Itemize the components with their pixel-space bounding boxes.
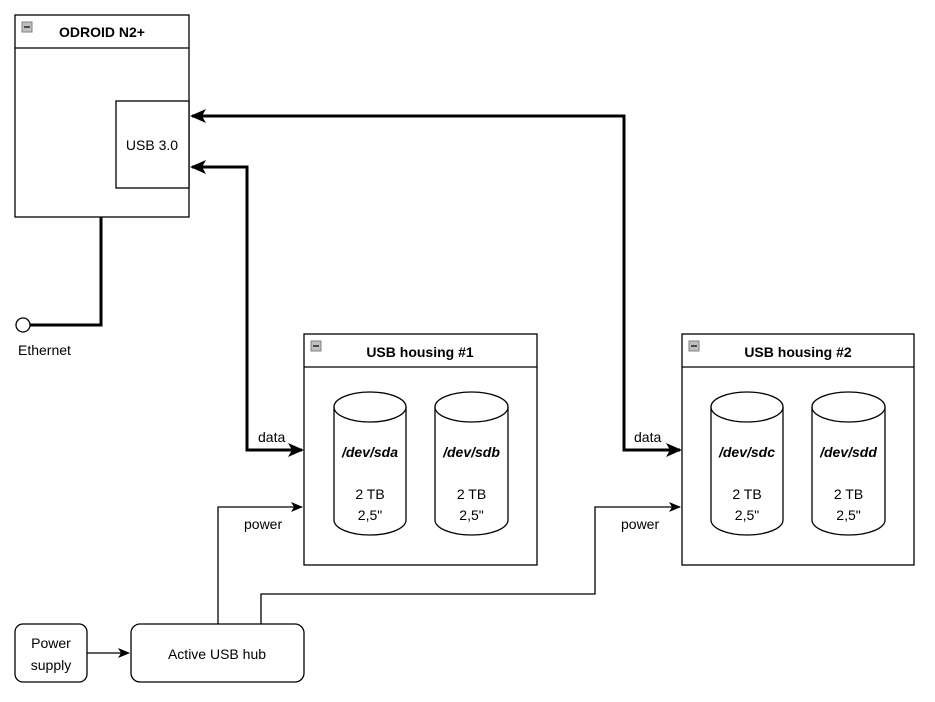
- power-supply-label-line1: Power: [31, 635, 71, 651]
- disk-device: /dev/sdd: [819, 444, 877, 460]
- housing-1-title: USB housing #1: [366, 344, 474, 360]
- ethernet-connection[interactable]: Ethernet: [15, 217, 103, 358]
- disk-size: 2,5": [459, 507, 483, 523]
- data-label-2: data: [634, 429, 661, 445]
- power-label-1: power: [244, 516, 282, 532]
- disk-sdb[interactable]: /dev/sdb 2 TB 2,5": [434, 391, 509, 536]
- odroid-title: ODROID N2+: [59, 24, 145, 40]
- disk-size: 2,5": [358, 507, 382, 523]
- power-supply-label-line2: supply: [31, 657, 71, 673]
- power-link-1[interactable]: power: [217, 502, 303, 624]
- ethernet-port-icon: [15, 317, 31, 333]
- disk-device: /dev/sdc: [718, 444, 775, 460]
- ethernet-label: Ethernet: [18, 342, 71, 358]
- disk-icon: [434, 391, 509, 423]
- disk-icon: [811, 391, 886, 423]
- disk-icon: [333, 391, 407, 423]
- disk-sdc[interactable]: /dev/sdc 2 TB 2,5": [710, 391, 784, 536]
- data-link-1[interactable]: data: [190, 160, 304, 457]
- collapse-icon[interactable]: [310, 340, 322, 352]
- disk-capacity: 2 TB: [732, 486, 761, 502]
- disk-capacity: 2 TB: [355, 486, 384, 502]
- disk-sdd[interactable]: /dev/sdd 2 TB 2,5": [811, 391, 886, 536]
- power-supply[interactable]: Power supply: [14, 623, 88, 683]
- usb-housing-1[interactable]: USB housing #1 /dev/sda 2 TB 2,5" /dev/s…: [303, 333, 538, 566]
- collapse-icon[interactable]: [21, 21, 33, 33]
- odroid-container[interactable]: ODROID N2+ USB 3.0: [14, 14, 190, 218]
- usb-port-label: USB 3.0: [126, 137, 178, 153]
- usb-port-box[interactable]: USB 3.0: [115, 100, 190, 189]
- disk-size: 2,5": [836, 507, 860, 523]
- disk-size: 2,5": [735, 507, 759, 523]
- housing-2-title: USB housing #2: [744, 344, 852, 360]
- power-link-2[interactable]: power: [260, 502, 681, 624]
- disk-device: /dev/sda: [341, 444, 398, 460]
- disk-icon: [710, 391, 784, 423]
- disk-capacity: 2 TB: [457, 486, 486, 502]
- collapse-icon[interactable]: [688, 340, 700, 352]
- data-label-1: data: [258, 429, 285, 445]
- active-usb-hub[interactable]: Active USB hub: [130, 623, 305, 683]
- disk-device: /dev/sdb: [442, 444, 500, 460]
- power-label-2: power: [621, 516, 659, 532]
- disk-capacity: 2 TB: [834, 486, 863, 502]
- usb-hub-label: Active USB hub: [168, 646, 266, 662]
- disk-sda[interactable]: /dev/sda 2 TB 2,5": [333, 391, 407, 536]
- data-link-2[interactable]: data: [190, 109, 682, 457]
- usb-housing-2[interactable]: USB housing #2 /dev/sdc 2 TB 2,5" /dev/s…: [681, 333, 915, 566]
